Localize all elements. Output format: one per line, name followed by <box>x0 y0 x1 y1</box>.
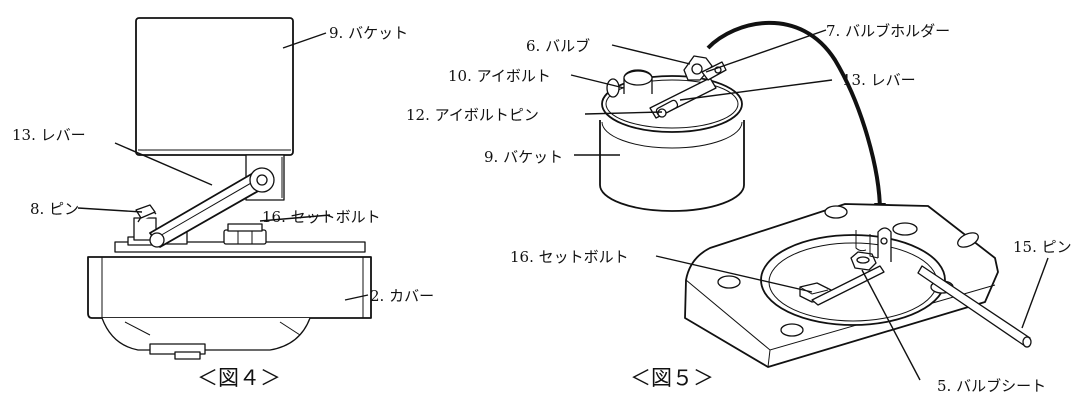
figure5-valve-seat-plate <box>684 203 1032 368</box>
fig5-label-lever: 13. レバー <box>842 71 916 89</box>
fig5-label-pin: 15. ピン <box>1013 238 1072 256</box>
figure4-leaders <box>77 32 369 301</box>
fig5-label-set-bolt: 16. セットボルト <box>510 248 629 266</box>
fig5-label-eyebolt: 10. アイボルト <box>448 67 551 85</box>
fig4-label-cover: 2. カバー <box>370 287 434 305</box>
figure4-cover <box>87 241 372 360</box>
fig4-label-bucket: 9. バケット <box>329 24 408 42</box>
figure4-pin-post <box>127 204 161 246</box>
figure5-top-assembly <box>606 55 727 119</box>
fig5-label-valve: 6. バルブ <box>526 37 590 55</box>
fig4-label-pin: 8. ピン <box>30 200 79 218</box>
figure5-bucket <box>599 75 745 212</box>
figure-5: 6. バルブ 7. バルブホルダー 10. アイボルト 13. レバー 12. … <box>406 20 1072 395</box>
fig5-label-eyebolt-pin: 12. アイボルトピン <box>406 106 539 124</box>
figure5-leaders <box>570 29 1049 381</box>
figure4-lever <box>149 167 275 248</box>
fig4-label-set-bolt: 16. セットボルト <box>262 208 381 226</box>
move-arrow <box>706 20 886 214</box>
fig4-label-lever: 13. レバー <box>12 126 86 144</box>
fig5-label-valve-holder: 7. バルブホルダー <box>826 22 950 40</box>
fig5-label-bucket: 9. バケット <box>484 148 563 166</box>
fig5-caption: ＜図５＞ <box>630 366 714 390</box>
fig5-label-valve-seat: 5. バルブシート <box>937 377 1046 394</box>
fig4-caption: ＜図４＞ <box>197 366 281 390</box>
figure-4: 9. バケット 13. レバー 8. ピン 16. セットボルト 2. カバー … <box>12 17 434 390</box>
